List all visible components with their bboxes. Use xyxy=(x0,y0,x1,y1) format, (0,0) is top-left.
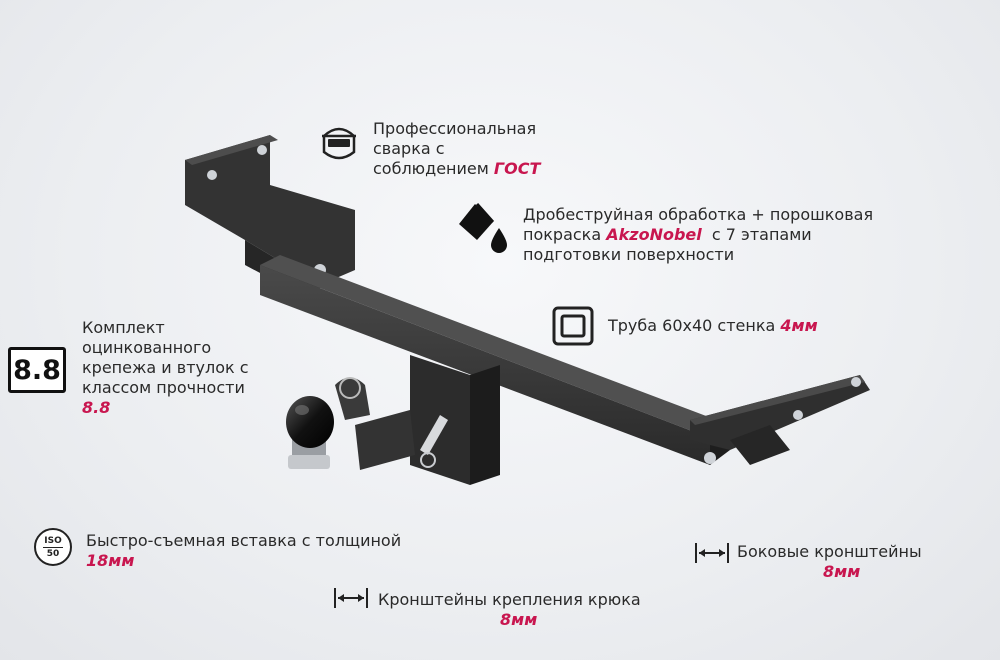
akzonobel-accent: AkzoNobel xyxy=(606,225,702,244)
fasteners-line-1: Комплект xyxy=(82,318,165,337)
insert-feature: Быстро-съемная вставка с толщиной 18мм xyxy=(86,531,401,571)
gost-accent: ГОСТ xyxy=(493,159,541,178)
tube-wall-accent: 4мм xyxy=(780,316,818,335)
welding-line-1: Профессиональная xyxy=(373,119,537,138)
coating-line-2-post: с 7 этапами xyxy=(701,225,812,244)
coating-line-3: подготовки поверхности xyxy=(523,245,735,264)
thickness-arrow-icon xyxy=(695,543,729,563)
welding-line-2: сварка с xyxy=(373,139,445,158)
side-brackets-line-1: Боковые кронштейны xyxy=(737,542,922,561)
coating-feature: Дробеструйная обработка + порошковая пок… xyxy=(523,205,873,265)
iso-badge-bottom: 50 xyxy=(46,548,60,559)
right-side-bracket xyxy=(690,375,870,465)
tube-feature: Труба 60х40 стенка 4мм xyxy=(608,316,818,336)
insert-thickness-accent: 18мм xyxy=(86,551,135,570)
welding-line-3: соблюдением ГОСТ xyxy=(373,159,540,179)
welding-feature: Профессиональная сварка с соблюдением ГО… xyxy=(373,119,540,179)
square-tube-icon xyxy=(552,306,594,346)
welding-mask-icon xyxy=(322,127,356,160)
iso-badge-icon: ISO 50 xyxy=(34,528,72,566)
coating-line-2: покраска AkzoNobel с 7 этапами xyxy=(523,225,873,245)
hook-brackets-accent: 8мм xyxy=(500,610,538,629)
iso-badge-top: ISO xyxy=(44,535,62,546)
fasteners-class-accent: 8.8 xyxy=(82,398,111,417)
thickness-arrow-icon xyxy=(334,588,368,608)
tow-ball xyxy=(286,396,334,469)
fasteners-line-2: оцинкованного xyxy=(82,338,212,357)
tube-label: Труба 60х40 стенка xyxy=(608,316,781,335)
side-brackets-feature: Боковые кронштейны 8мм xyxy=(737,542,922,582)
hook-brackets-line-1: Кронштейны крепления крюка xyxy=(378,590,641,609)
coating-line-2-pre: покраска xyxy=(523,225,607,244)
fasteners-line-3: крепежа и втулок с xyxy=(82,358,249,377)
fasteners-feature: Комплект оцинкованного крепежа и втулок … xyxy=(82,318,249,418)
coating-line-1: Дробеструйная обработка + порошковая xyxy=(523,205,874,224)
strength-class-badge: 8.8 xyxy=(8,347,66,393)
hook-brackets-feature: Кронштейны крепления крюка 8мм xyxy=(378,590,641,630)
hitch-receiver xyxy=(335,355,500,485)
side-brackets-accent: 8мм xyxy=(823,562,861,581)
fasteners-line-4: классом прочности xyxy=(82,378,245,397)
towbar-illustration xyxy=(185,135,870,485)
welding-line-3-text: соблюдением xyxy=(373,159,494,178)
insert-line-1: Быстро-съемная вставка с толщиной xyxy=(86,531,402,550)
paint-drop-icon xyxy=(459,203,507,253)
